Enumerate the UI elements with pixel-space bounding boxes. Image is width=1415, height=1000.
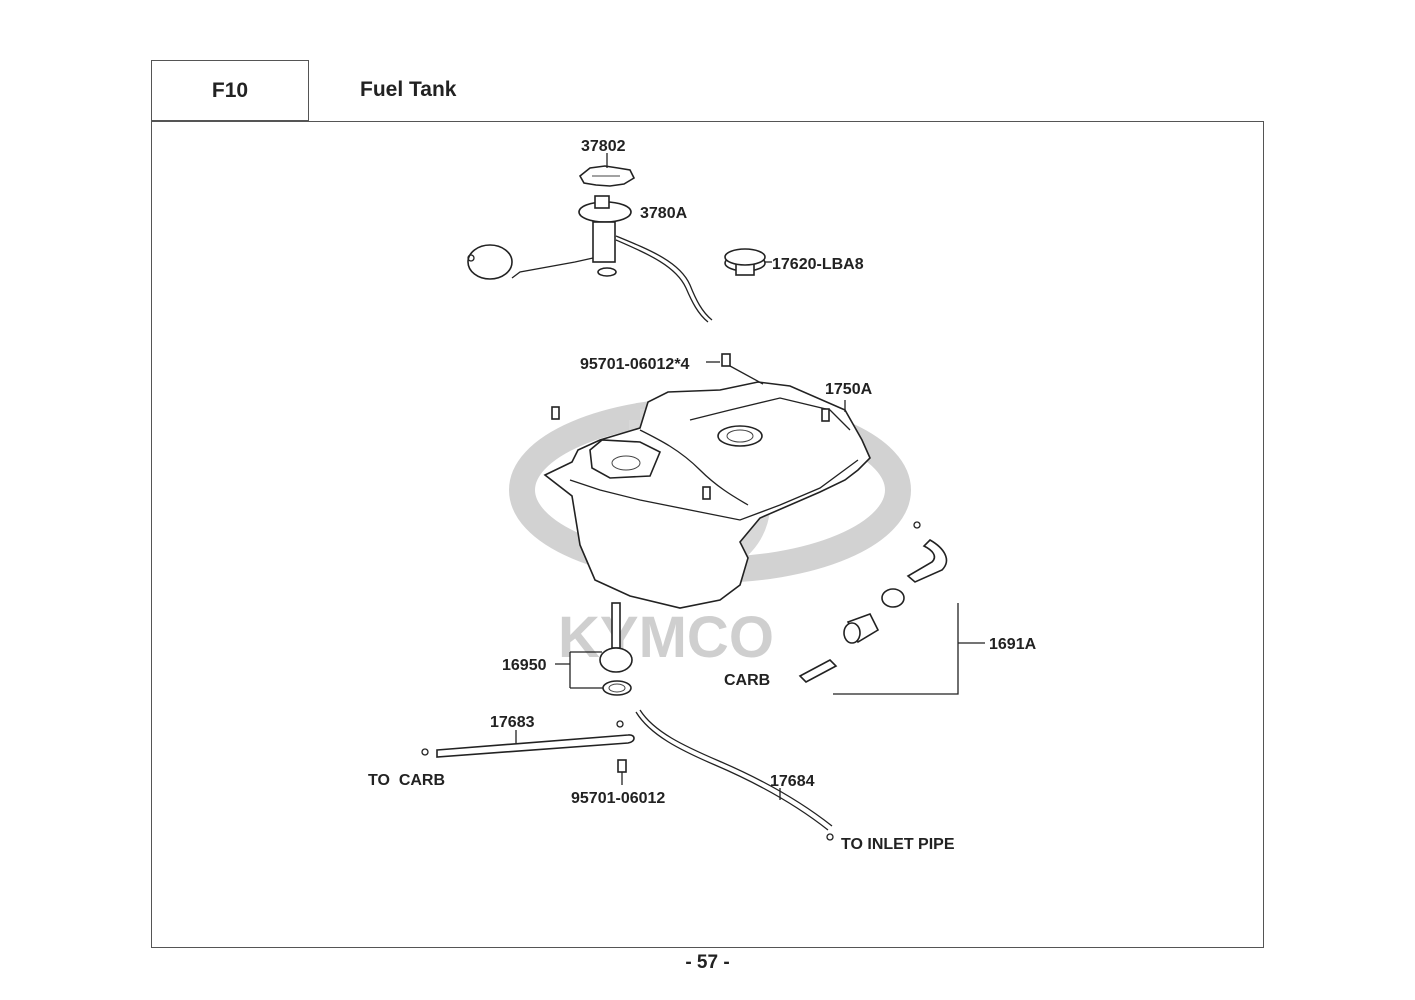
callout-1750A[interactable]: 1750A <box>825 381 873 398</box>
clamp-icon <box>616 720 624 728</box>
callout-17620-LBA8[interactable]: 17620-LBA8 <box>772 256 864 273</box>
bolt-icon <box>721 353 731 367</box>
callout-95701-06012[interactable]: 95701-06012 <box>571 790 665 807</box>
annotation-to-carb: TO CARB <box>368 772 445 789</box>
part-17683-fuel-tube[interactable] <box>421 720 635 758</box>
annotation-carb: CARB <box>724 672 770 689</box>
part-95701-06012-bolt[interactable] <box>617 759 627 785</box>
callout-37802[interactable]: 37802 <box>581 138 626 155</box>
bolt-icon <box>702 486 711 500</box>
part-17684-vacuum-tube[interactable] <box>635 709 834 841</box>
callout-95701-06012x4[interactable]: 95701-06012*4 <box>580 356 690 373</box>
diagram-frame <box>151 121 1264 948</box>
callout-17683[interactable]: 17683 <box>490 714 535 731</box>
callout-1691A[interactable]: 1691A <box>989 636 1037 653</box>
part-37802-lock-ring[interactable] <box>578 153 636 187</box>
bolt-icon <box>821 408 830 422</box>
section-code-cell: F10 <box>151 60 309 121</box>
callout-16950[interactable]: 16950 <box>502 657 547 674</box>
clamp-icon <box>421 748 429 756</box>
part-3780A-fuel-unit[interactable] <box>467 195 713 323</box>
bolt-icon <box>551 406 560 420</box>
part-1691A-fuel-filter[interactable] <box>798 521 985 695</box>
section-code: F10 <box>211 78 249 102</box>
callout-17684[interactable]: 17684 <box>770 773 815 790</box>
tank-bolts[interactable] <box>551 353 830 500</box>
section-title: Fuel Tank <box>360 78 457 101</box>
clamp-icon <box>826 833 834 841</box>
page-number: - 57 - <box>685 952 730 973</box>
annotation-to-inlet-pipe: TO INLET PIPE <box>841 836 955 853</box>
part-16950-fuel-cock[interactable] <box>555 602 633 696</box>
part-17620-LBA8-filler-cap[interactable] <box>724 248 772 276</box>
watermark-text: KYMCO <box>558 605 774 670</box>
callout-3780A[interactable]: 3780A <box>640 205 688 222</box>
clamp-icon <box>913 521 921 529</box>
